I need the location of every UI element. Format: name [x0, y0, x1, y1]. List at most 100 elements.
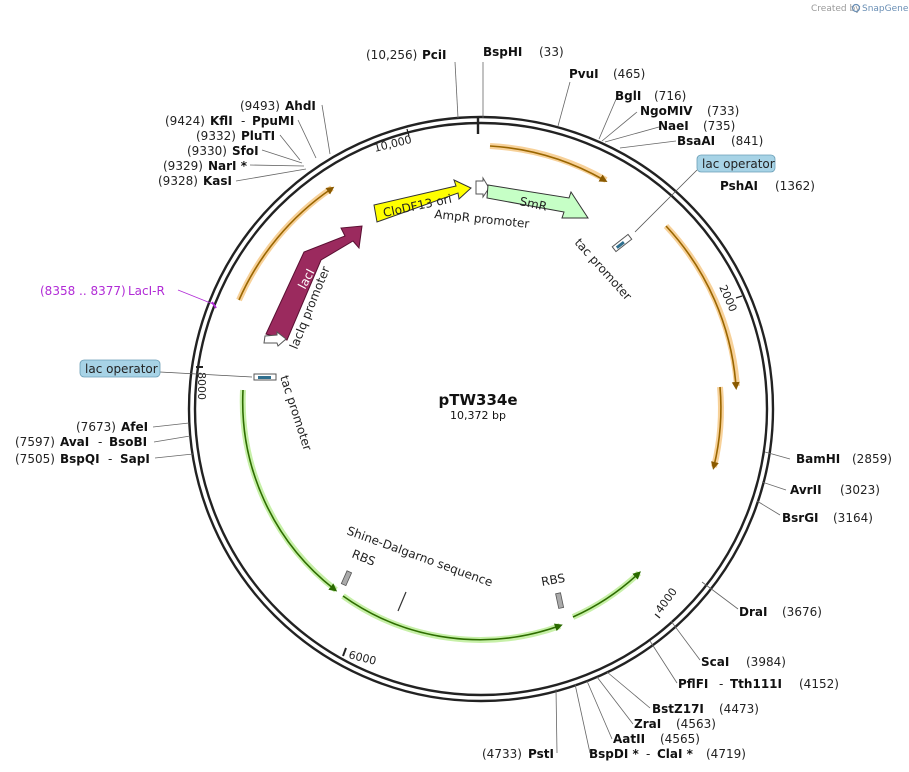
aatii-leader [586, 680, 613, 740]
site-ngomiv[interactable]: NgoMIV (733) [640, 104, 739, 118]
psti-name: PstI [528, 747, 554, 761]
ruler-tick-6000 [342, 647, 347, 657]
nari-pos: (9329) [163, 159, 203, 173]
site-drai[interactable]: DraI (3676) [739, 605, 822, 619]
site-bamhi[interactable]: BamHI (2859) [796, 452, 892, 466]
orf-arc-7-halo [571, 570, 642, 620]
site-pvui[interactable]: PvuI (465) [569, 67, 645, 81]
site-pflfi-tth111i[interactable]: PflFI - Tth111I (4152) [678, 677, 839, 691]
site-nari[interactable]: (9329) NarI * [163, 159, 248, 173]
tth111i-name: Tth111I [730, 677, 782, 691]
ruler-label-4000: 4000 [653, 585, 680, 615]
site-bsaai[interactable]: BsaAI (841) [677, 134, 763, 148]
ruler-tick-2000 [735, 295, 743, 299]
site-bspqi-sapi[interactable]: (7505) BspQI - SapI [15, 452, 150, 466]
clodf13-ori-arrow [373, 179, 472, 223]
smr-arrow [486, 184, 589, 219]
orf-arc-6 [342, 595, 563, 641]
pcii-pos: (10,256) [366, 48, 417, 62]
site-kasi[interactable]: (9328) KasI [158, 174, 232, 188]
pvui-name: PvuI [569, 67, 599, 81]
naei-leader [604, 126, 660, 143]
orf-arc-6-halo [341, 593, 562, 643]
orf-arc-4 [238, 186, 335, 301]
pflfi-pos: (4152) [799, 677, 839, 691]
kasi-name: KasI [203, 174, 232, 188]
pluti-leader [279, 134, 301, 161]
bsrgi-pos: (3164) [833, 511, 873, 525]
lac-operator-left-leader [159, 371, 253, 378]
site-bspdi-clai[interactable]: BspDI * - ClaI * (4719) [589, 747, 746, 761]
ppumi-leader [297, 119, 317, 159]
site-pshai[interactable]: PshAI (1362) [720, 179, 815, 193]
avrii-pos: (3023) [840, 483, 880, 497]
bsaai-name: BsaAI [677, 134, 715, 148]
bsobi-sep: - [98, 435, 102, 449]
site-afei[interactable]: (7673) AfeI [76, 420, 148, 434]
bsobi-leader [153, 435, 191, 443]
pshai-pos: (1362) [775, 179, 815, 193]
lac-operator-left-box [79, 359, 161, 378]
orf-arc-5 [241, 389, 338, 592]
laciq-promoter-arrow [263, 330, 287, 347]
bsobi-pos: (7597) [15, 435, 55, 449]
site-pcii[interactable]: (10,256) PciI [366, 48, 447, 62]
site-bsphi[interactable]: BspHI (33) [483, 45, 564, 59]
scai-pos: (3984) [746, 655, 786, 669]
ahdi-pos: (9493) [240, 99, 280, 113]
site-bstz17i[interactable]: BstZ17I (4473) [652, 702, 759, 716]
primer-laci-r: (8358 .. 8377) LacI-R [40, 284, 214, 305]
site-bgli[interactable]: BglI (716) [615, 89, 686, 103]
site-bsrgi[interactable]: BsrGI (3164) [782, 511, 873, 525]
site-leaders [152, 61, 791, 754]
ruler-tick-10000 [406, 128, 410, 137]
smr-label: SmR [518, 194, 548, 213]
bstz17i-pos: (4473) [719, 702, 759, 716]
site-kfli-ppumi[interactable]: (9424) KflI - PpuMI [165, 114, 294, 128]
plasmid-size: 10,372 bp [450, 409, 506, 422]
ahdi-name: AhdI [285, 99, 316, 113]
bspdi-leader [574, 683, 591, 754]
site-pluti[interactable]: (9332) PluTI [196, 129, 275, 143]
laci-arrow [265, 225, 363, 341]
bspqi-name: BspQI [60, 452, 100, 466]
site-sfoi[interactable]: (9330) SfoI [187, 144, 259, 158]
bsaai-leader [619, 140, 677, 149]
bamhi-pos: (2859) [852, 452, 892, 466]
site-avrii[interactable]: AvrII (3023) [790, 483, 880, 497]
bsaai-pos: (841) [731, 134, 763, 148]
pluti-name: PluTI [241, 129, 275, 143]
site-avai-bsobi[interactable]: (7597) AvaI - BsoBI [15, 435, 147, 449]
bsrgi-leader [756, 500, 781, 516]
shine-dalgarno-mark [397, 591, 407, 612]
zrai-name: ZraI [634, 717, 661, 731]
afei-leader [152, 422, 190, 428]
backbone-inner-ring [193, 121, 769, 697]
pflfi-sep: - [719, 677, 723, 691]
bgli-leader [598, 96, 618, 140]
sfoi-leader [261, 149, 303, 164]
zrai-leader [596, 676, 634, 725]
bamhi-name: BamHI [796, 452, 840, 466]
rbs-right-mark [555, 592, 565, 609]
site-naei[interactable]: NaeI (735) [658, 119, 735, 133]
site-zrai[interactable]: ZraI (4563) [634, 717, 716, 731]
lac-operator-left-label: lac operator [85, 362, 158, 376]
psti-leader [555, 688, 558, 754]
plasmid-name: pTW334e [439, 391, 518, 409]
site-psti[interactable]: (4733) PstI [482, 747, 554, 761]
rbs-right-label: RBS [540, 571, 566, 589]
scai-name: ScaI [701, 655, 729, 669]
nari-leader [249, 164, 305, 167]
aatii-pos: (4565) [660, 732, 700, 746]
pflfi-leader [649, 640, 678, 684]
site-aatii[interactable]: AatII (4565) [613, 732, 700, 746]
ngomiv-name: NgoMIV [640, 104, 693, 118]
orf-arcs-orange [236, 143, 740, 470]
afei-pos: (7673) [76, 420, 116, 434]
ppumi-sep: - [241, 114, 245, 128]
site-ahdi[interactable]: (9493) AhdI [240, 99, 316, 113]
scai-leader [670, 620, 701, 661]
site-scai[interactable]: ScaI (3984) [701, 655, 786, 669]
pluti-pos: (9332) [196, 129, 236, 143]
